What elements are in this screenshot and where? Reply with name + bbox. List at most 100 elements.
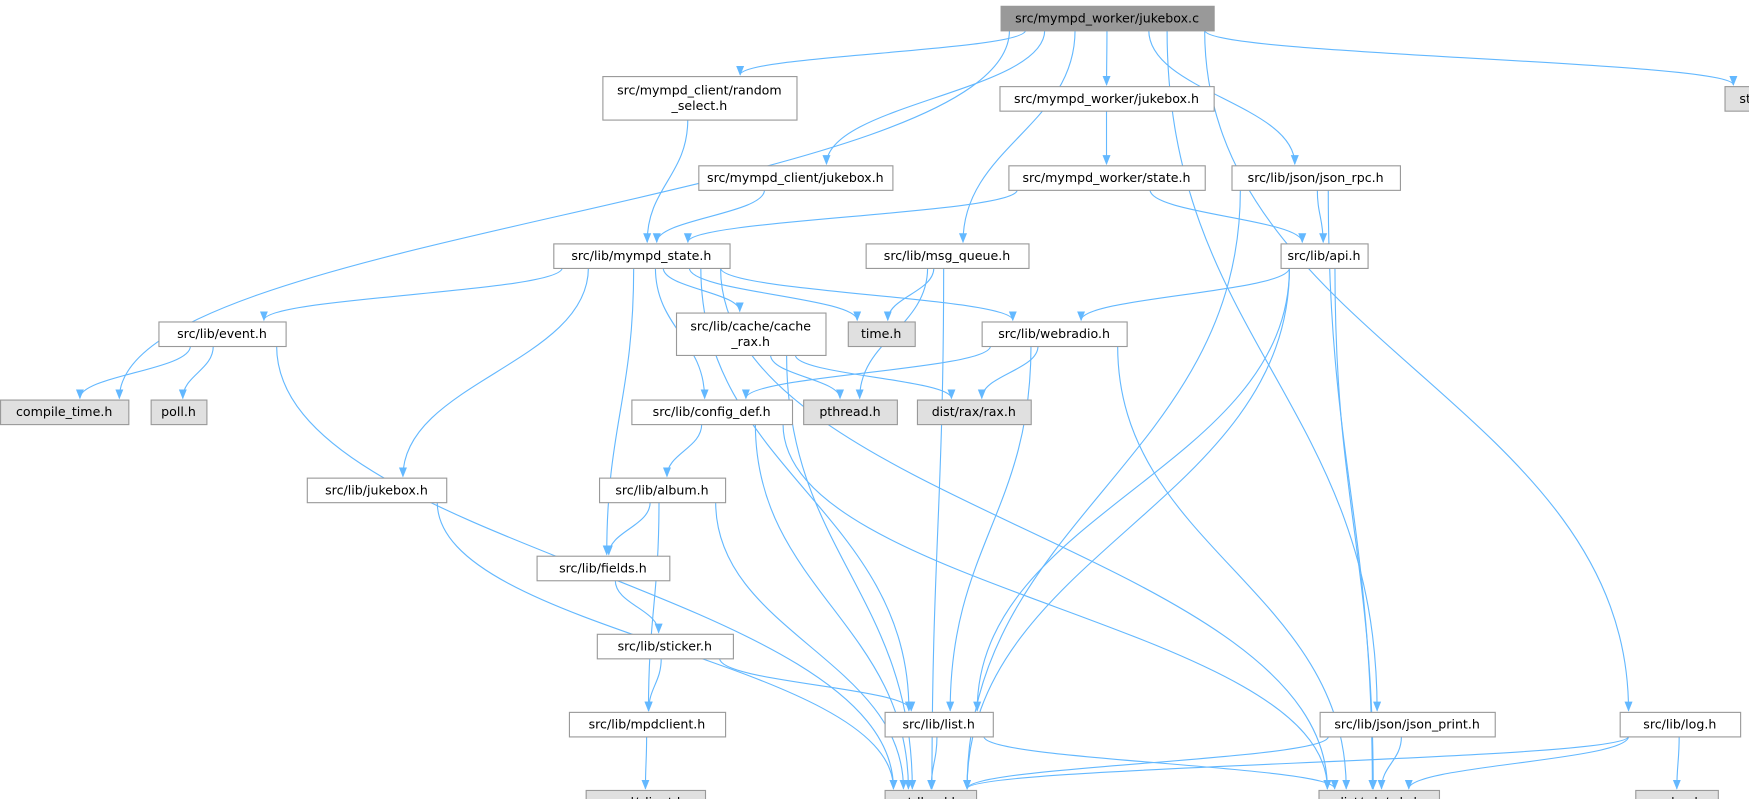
- node-box: [598, 477, 727, 504]
- node-label: syslog.h: [1651, 795, 1703, 799]
- node-label: compile_time.h: [16, 404, 112, 419]
- node-rax[interactable]: dist/rax/rax.h: [916, 399, 1032, 426]
- node-label: src/lib/api.h: [1287, 248, 1360, 263]
- edge-api-to-lst: [973, 267, 1290, 712]
- edge-api-to-web: [1077, 267, 1290, 322]
- edge-api-to-sds: [1334, 267, 1378, 790]
- node-cache[interactable]: src/lib/cache/cache_rax.h: [675, 312, 827, 356]
- node-label: src/mympd_client/random: [617, 82, 782, 97]
- edge-mst-to-fld: [602, 267, 635, 556]
- edge-cache-to-rax: [794, 354, 956, 400]
- nodes: src/mympd_worker/jukebox.c src/mympd_clie…: [0, 5, 1749, 799]
- node-box: [1008, 165, 1206, 191]
- node-evt[interactable]: src/lib/event.h: [158, 321, 287, 348]
- node-box: [884, 789, 978, 799]
- node-label: src/lib/jukebox.h: [325, 482, 428, 497]
- node-label: src/lib/fields.h: [559, 560, 647, 575]
- node-stk[interactable]: src/lib/sticker.h: [596, 633, 734, 660]
- node-str[interactable]: string.h: [1724, 86, 1749, 112]
- node-wjb[interactable]: src/mympd_worker/jukebox.h: [999, 86, 1215, 112]
- edge-root-to-jp: [1166, 30, 1382, 712]
- node-box: [999, 86, 1215, 112]
- edge-log-to-sys: [1672, 736, 1681, 790]
- node-mcl[interactable]: mpd/client.h: [585, 789, 707, 799]
- edge-stk-to-mpc: [644, 658, 662, 712]
- node-alb[interactable]: src/lib/album.h: [598, 477, 727, 504]
- node-box: [1231, 165, 1401, 191]
- node-root[interactable]: src/mympd_worker/jukebox.c: [1000, 5, 1215, 32]
- node-cfg[interactable]: src/lib/config_def.h: [631, 399, 794, 426]
- edge-api-to-sb: [963, 267, 1290, 790]
- node-label: src/lib/sticker.h: [618, 638, 712, 653]
- node-box: [884, 711, 994, 738]
- node-ct[interactable]: compile_time.h: [0, 399, 130, 426]
- edge-msq-to-sb: [927, 267, 945, 790]
- edge-jp-to-sb: [963, 736, 1330, 790]
- node-label: stdbool.h: [901, 795, 959, 799]
- edge-wst-to-api: [1149, 189, 1307, 244]
- node-fld[interactable]: src/lib/fields.h: [536, 555, 671, 582]
- node-wst[interactable]: src/mympd_worker/state.h: [1008, 165, 1206, 191]
- node-time[interactable]: time.h: [847, 321, 916, 348]
- node-label: src/mympd_worker/jukebox.c: [1015, 10, 1199, 25]
- edge-root-to-rand: [736, 30, 1027, 76]
- node-label: src/lib/mpdclient.h: [589, 717, 706, 732]
- node-rand[interactable]: src/mympd_client/random_select.h: [602, 76, 798, 121]
- node-log[interactable]: src/lib/log.h: [1619, 711, 1742, 738]
- edge-alb-to-fld: [604, 502, 651, 556]
- node-ljb[interactable]: src/lib/jukebox.h: [306, 477, 448, 504]
- node-box: [536, 555, 671, 582]
- node-sds[interactable]: dist/sds/sds.h: [1318, 789, 1441, 799]
- node-label: dist/rax/rax.h: [932, 404, 1016, 419]
- node-label: src/mympd_worker/state.h: [1023, 170, 1191, 185]
- node-lst[interactable]: src/lib/list.h: [884, 711, 994, 738]
- edge-alb-to-sb: [715, 502, 908, 790]
- node-label: pthread.h: [819, 404, 880, 419]
- edge-web-to-cfg: [741, 345, 992, 400]
- edge-mst-to-time: [688, 267, 862, 322]
- node-label: src/lib/json/json_rpc.h: [1248, 170, 1384, 185]
- edge-mst-to-web: [720, 267, 1017, 322]
- node-label: src/lib/webradio.h: [998, 326, 1110, 341]
- node-web[interactable]: src/lib/webradio.h: [981, 321, 1128, 348]
- node-box: [847, 321, 916, 348]
- edge-rpc-to-api: [1316, 189, 1328, 244]
- node-rpc[interactable]: src/lib/json/json_rpc.h: [1231, 165, 1401, 191]
- node-label: src/lib/album.h: [615, 482, 708, 497]
- node-msq[interactable]: src/lib/msg_queue.h: [865, 243, 1030, 269]
- node-label: src/lib/cache/cache: [690, 318, 811, 333]
- node-api[interactable]: src/lib/api.h: [1280, 243, 1369, 269]
- node-label: dist/sds/sds.h: [1336, 795, 1422, 799]
- edge-wst-to-mst: [684, 189, 1018, 244]
- edge-root-to-rpc: [1148, 30, 1299, 166]
- node-cjb[interactable]: src/mympd_client/jukebox.h: [698, 165, 894, 191]
- edge-mst-to-evt: [260, 267, 563, 322]
- node-box: [150, 399, 208, 426]
- node-box: [596, 633, 734, 660]
- node-box: [1000, 5, 1215, 32]
- node-poll[interactable]: poll.h: [150, 399, 208, 426]
- edge-cfg-to-alb: [662, 424, 703, 478]
- edge-rand-to-mst: [643, 119, 689, 244]
- edge-evt-to-poll: [178, 345, 214, 400]
- node-box: [306, 477, 448, 504]
- node-box: [1319, 711, 1496, 738]
- node-label: src/lib/list.h: [902, 717, 974, 732]
- edge-rpc-to-sb: [963, 189, 1241, 790]
- node-mst[interactable]: src/lib/mympd_state.h: [553, 243, 731, 269]
- edge-jp-to-sds: [1377, 736, 1402, 790]
- node-sys[interactable]: syslog.h: [1635, 789, 1719, 799]
- node-pth[interactable]: pthread.h: [803, 399, 898, 426]
- edge-mst-to-ljb: [398, 267, 589, 478]
- node-box: [675, 312, 827, 356]
- node-box: [916, 399, 1032, 426]
- edge-cfg-to-sds: [782, 424, 1332, 790]
- node-sb[interactable]: stdbool.h: [884, 789, 978, 799]
- node-jp[interactable]: src/lib/json/json_print.h: [1319, 711, 1496, 738]
- node-mpc[interactable]: src/lib/mpdclient.h: [568, 711, 727, 738]
- edge-web-to-sds: [1117, 345, 1351, 790]
- node-label: src/lib/mympd_state.h: [571, 248, 711, 263]
- node-label: poll.h: [161, 404, 196, 419]
- node-box: [602, 76, 798, 121]
